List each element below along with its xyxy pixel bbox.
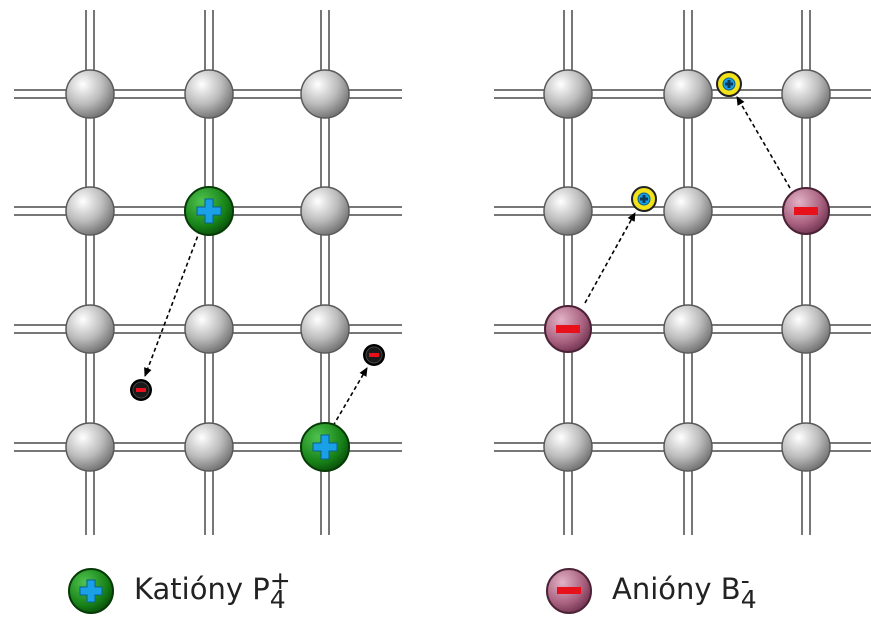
legend-anion: Anióny B-4 — [544, 566, 757, 616]
cation-atom — [300, 422, 350, 472]
anion-symbol: B-4 — [720, 566, 757, 615]
minus-sign — [556, 325, 580, 333]
cation-sub: 4 — [269, 585, 286, 615]
hole — [631, 186, 657, 212]
cation-atom — [184, 186, 234, 236]
free-electron — [363, 344, 385, 366]
cation-legend-icon — [68, 568, 114, 614]
lattice-atom — [663, 69, 713, 119]
lattice-atom — [663, 304, 713, 354]
lattice-atom — [65, 186, 115, 236]
lattice-atom — [65, 69, 115, 119]
anion-atom — [544, 305, 592, 353]
lattice-atom — [543, 186, 593, 236]
minus-sign — [794, 207, 818, 215]
anion-sub: 4 — [740, 585, 757, 615]
anion-legend-label: Anióny B-4 — [612, 566, 757, 615]
minus-sign — [136, 388, 146, 392]
plus-sign — [196, 198, 222, 224]
plus-sign — [312, 434, 338, 460]
migration-arrows — [144, 96, 791, 427]
cation-charge-sup: + — [269, 566, 291, 596]
migration-arrow — [332, 367, 368, 427]
plus-sign — [725, 80, 733, 88]
migration-arrow — [736, 96, 791, 189]
lattice-atoms — [65, 69, 831, 472]
minus-sign — [369, 353, 379, 357]
charge-carriers — [130, 71, 742, 401]
lattice-atom — [184, 304, 234, 354]
lattice-atom — [781, 422, 831, 472]
lattice-atom — [543, 422, 593, 472]
lattice-atom — [184, 69, 234, 119]
semiconductor-lattice-diagram — [14, 10, 871, 535]
hole — [716, 71, 742, 97]
cation-symbol: P+4 — [252, 566, 291, 615]
lattice-atom — [543, 69, 593, 119]
lattice-atom — [781, 69, 831, 119]
lattice-atom — [300, 304, 350, 354]
lattice-atom — [663, 186, 713, 236]
lattice-atom — [300, 69, 350, 119]
lattice-atom — [65, 304, 115, 354]
plus-sign — [640, 195, 648, 203]
lattice-atom — [300, 186, 350, 236]
lattice-atom — [184, 422, 234, 472]
migration-arrow — [584, 212, 636, 304]
anion-atom — [782, 187, 830, 235]
anion-charge-sup: - — [740, 566, 750, 596]
lattice-atom — [65, 422, 115, 472]
anion-legend-icon — [546, 568, 592, 614]
cation-legend-label: Katióny P+4 — [134, 566, 291, 615]
free-electron — [130, 379, 152, 401]
lattice-atom — [781, 304, 831, 354]
legend-cation: Katióny P+4 — [66, 566, 291, 616]
lattice-atom — [663, 422, 713, 472]
migration-arrow — [144, 229, 201, 377]
